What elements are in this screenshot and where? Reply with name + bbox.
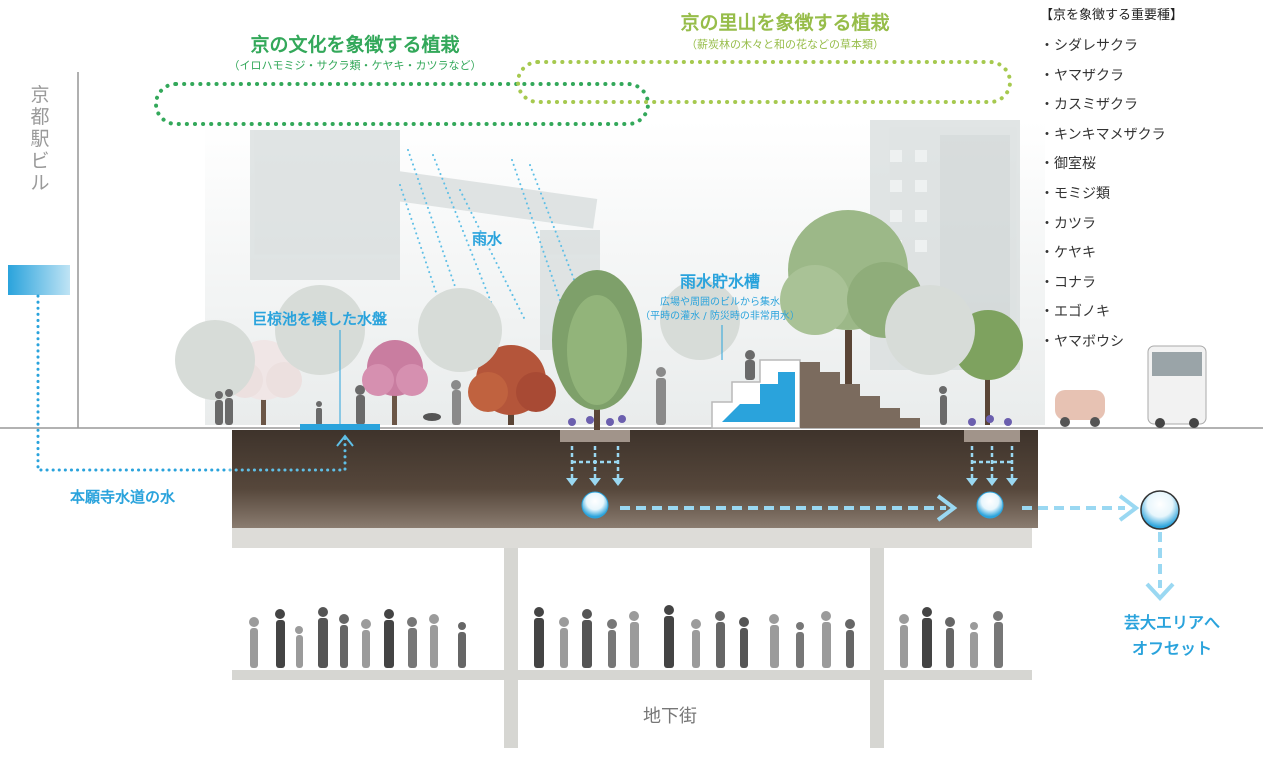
station-water-source <box>8 265 70 295</box>
culture-planting-title: 京の文化を象徴する植栽 <box>250 34 460 56</box>
drainage-arrows <box>570 446 1014 478</box>
underground-mall-label: 地下街 <box>643 706 697 727</box>
bus <box>1147 345 1207 428</box>
flow-arrowhead-3 <box>1145 582 1175 601</box>
tank-water <box>722 372 795 422</box>
stone-terrace <box>800 362 920 428</box>
underground-crowd <box>249 605 1003 668</box>
soil-layer <box>232 430 1038 528</box>
underground-floor <box>232 670 1032 680</box>
culture-planting-subtitle: （イロハモミジ・サクラ類・ケヤキ・カツラなど） <box>228 59 482 72</box>
trees <box>175 210 1023 430</box>
species-item: ・エゴノキ <box>1040 304 1110 321</box>
flowers <box>568 415 1012 426</box>
car <box>1055 390 1105 427</box>
storage-tank-left <box>581 491 609 519</box>
column-left <box>504 548 518 748</box>
species-item: ・カツラ <box>1040 215 1096 232</box>
species-item: ・ヤマザクラ <box>1040 67 1124 84</box>
pond-supply-pipe <box>228 436 347 472</box>
rain-label: 雨水 <box>472 230 503 248</box>
storage-tank-right <box>976 491 1004 519</box>
column-right <box>870 548 884 748</box>
rainwater-tank-subtitle-1: 広場や周囲のビルから集水 <box>660 297 780 308</box>
species-item: ・ケヤキ <box>1040 245 1096 262</box>
species-item: ・シダレサクラ <box>1040 38 1138 54</box>
conifer-tree <box>552 270 642 430</box>
rainwater-tank-title: 雨水貯水槽 <box>679 272 760 291</box>
culture-canopy-outline <box>154 82 650 126</box>
species-item: ・カスミザクラ <box>1040 97 1138 114</box>
maple-tree-red <box>468 345 556 425</box>
large-green-tree <box>780 210 923 425</box>
satoyama-planting-subtitle: （薪炭林の木々と和の花などの草本類） <box>686 38 884 51</box>
rainwater-tank-subtitle-2: （平時の灌水 / 防災時の非常用水） <box>640 311 800 322</box>
satoyama-canopy-outline <box>516 60 1012 104</box>
drainage-arrowheads <box>566 478 1018 486</box>
rainwater-tank <box>711 350 801 429</box>
species-item: ・コナラ <box>1040 274 1096 291</box>
honganji-water-label: 本願寺水道の水 <box>70 488 176 506</box>
flow-arrows <box>620 506 1162 588</box>
offset-label-line1: 芸大エリアへ <box>1123 613 1220 632</box>
important-species-list: 【京を象徴する重要種】 ・シダレサクラ ・ヤマザクラ ・カスミザクラ ・キンキマ… <box>1040 6 1183 358</box>
cherry-tree-pink <box>362 340 428 425</box>
species-item: ・ヤマボウシ <box>1040 333 1124 350</box>
misty-trees <box>175 280 975 400</box>
offset-label-line2: オフセット <box>1131 639 1212 658</box>
planter-box-left <box>560 430 630 442</box>
pond-label: 巨椋池を模した水盤 <box>252 310 388 328</box>
station-building-label: 京都駅ビル <box>30 84 50 194</box>
offset-tank <box>1140 490 1180 530</box>
offset-label: 芸大エリアへ オフセット <box>1112 610 1232 662</box>
species-list-header: 【京を象徴する重要種】 <box>1040 8 1184 23</box>
pond-water-basin <box>300 424 380 430</box>
planter-box-right <box>964 430 1020 442</box>
satoyama-planting-title: 京の里山を象徴する植栽 <box>680 12 890 34</box>
flow-arrowhead-1 <box>936 494 958 522</box>
flow-arrowhead-2 <box>1118 494 1140 522</box>
species-item: ・モミジ類 <box>1040 185 1110 202</box>
pond-arrow-head <box>336 434 354 447</box>
species-item: ・キンキマメザクラ <box>1040 126 1166 143</box>
slab-top <box>232 528 1032 548</box>
species-item: ・御室桜 <box>1040 156 1096 173</box>
pedestrians <box>215 367 947 425</box>
